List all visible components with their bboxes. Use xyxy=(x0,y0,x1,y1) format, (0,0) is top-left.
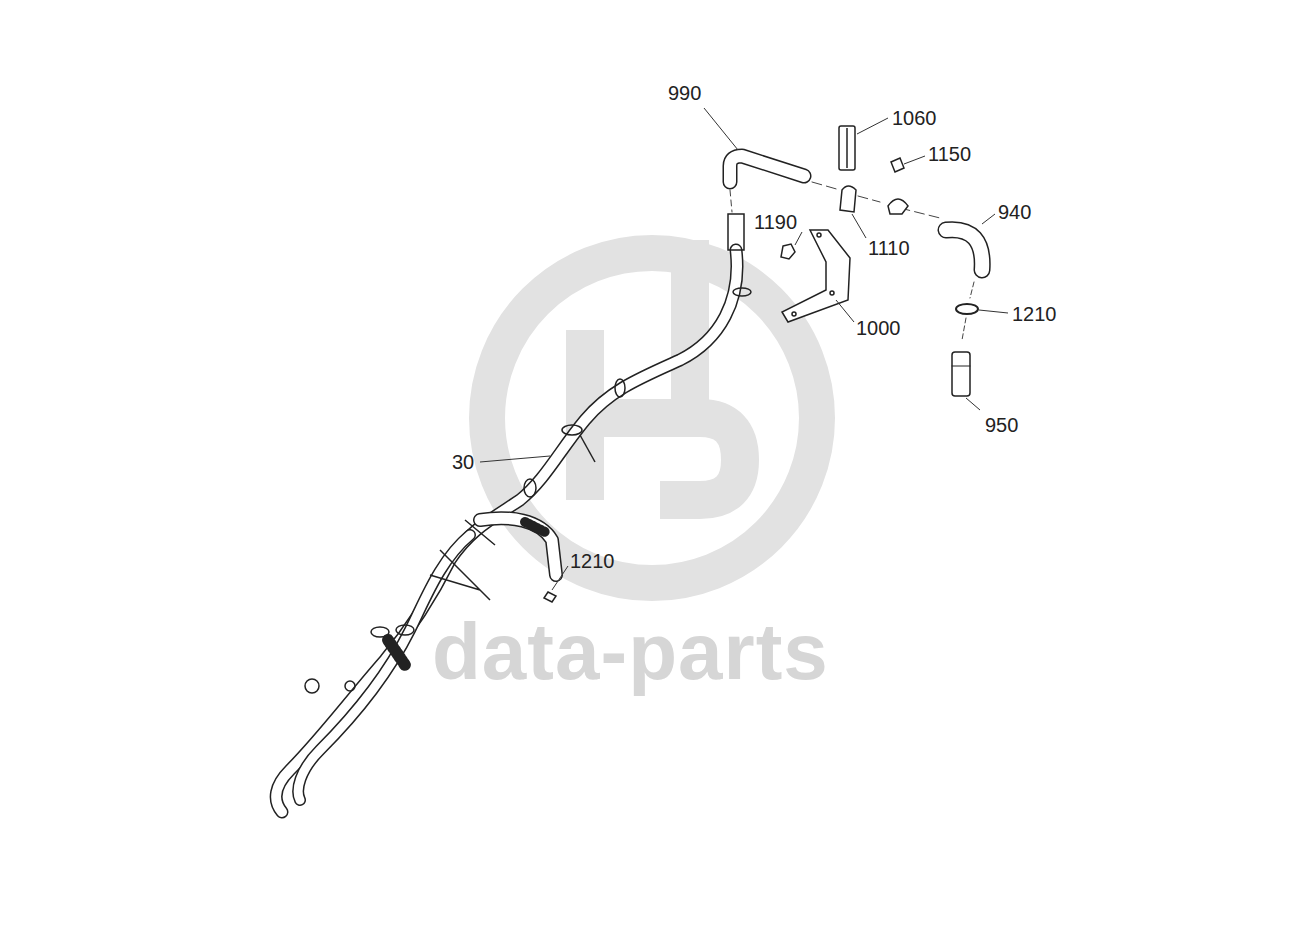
callout-number: 1110 xyxy=(868,238,910,258)
callout-number: 1150 xyxy=(928,144,971,164)
watermark-logo xyxy=(487,240,817,583)
callout-number: 1210 xyxy=(1012,304,1057,324)
watermark-text: data-parts xyxy=(432,612,829,692)
hose-assembly xyxy=(276,250,737,812)
callout-number: 30 xyxy=(452,452,474,472)
callout-number: 1060 xyxy=(892,108,937,128)
callout-number: 990 xyxy=(668,83,701,103)
callout-number: 950 xyxy=(985,415,1018,435)
callout-number: 1210 xyxy=(570,551,615,571)
right-hose-parts xyxy=(946,230,982,396)
leader-lines xyxy=(480,108,1008,590)
callout-number: 1190 xyxy=(754,212,797,232)
bracket-parts xyxy=(781,126,908,322)
elbow-hose xyxy=(730,156,940,218)
callout-number: 940 xyxy=(998,202,1031,222)
callout-number: 1000 xyxy=(856,318,901,338)
